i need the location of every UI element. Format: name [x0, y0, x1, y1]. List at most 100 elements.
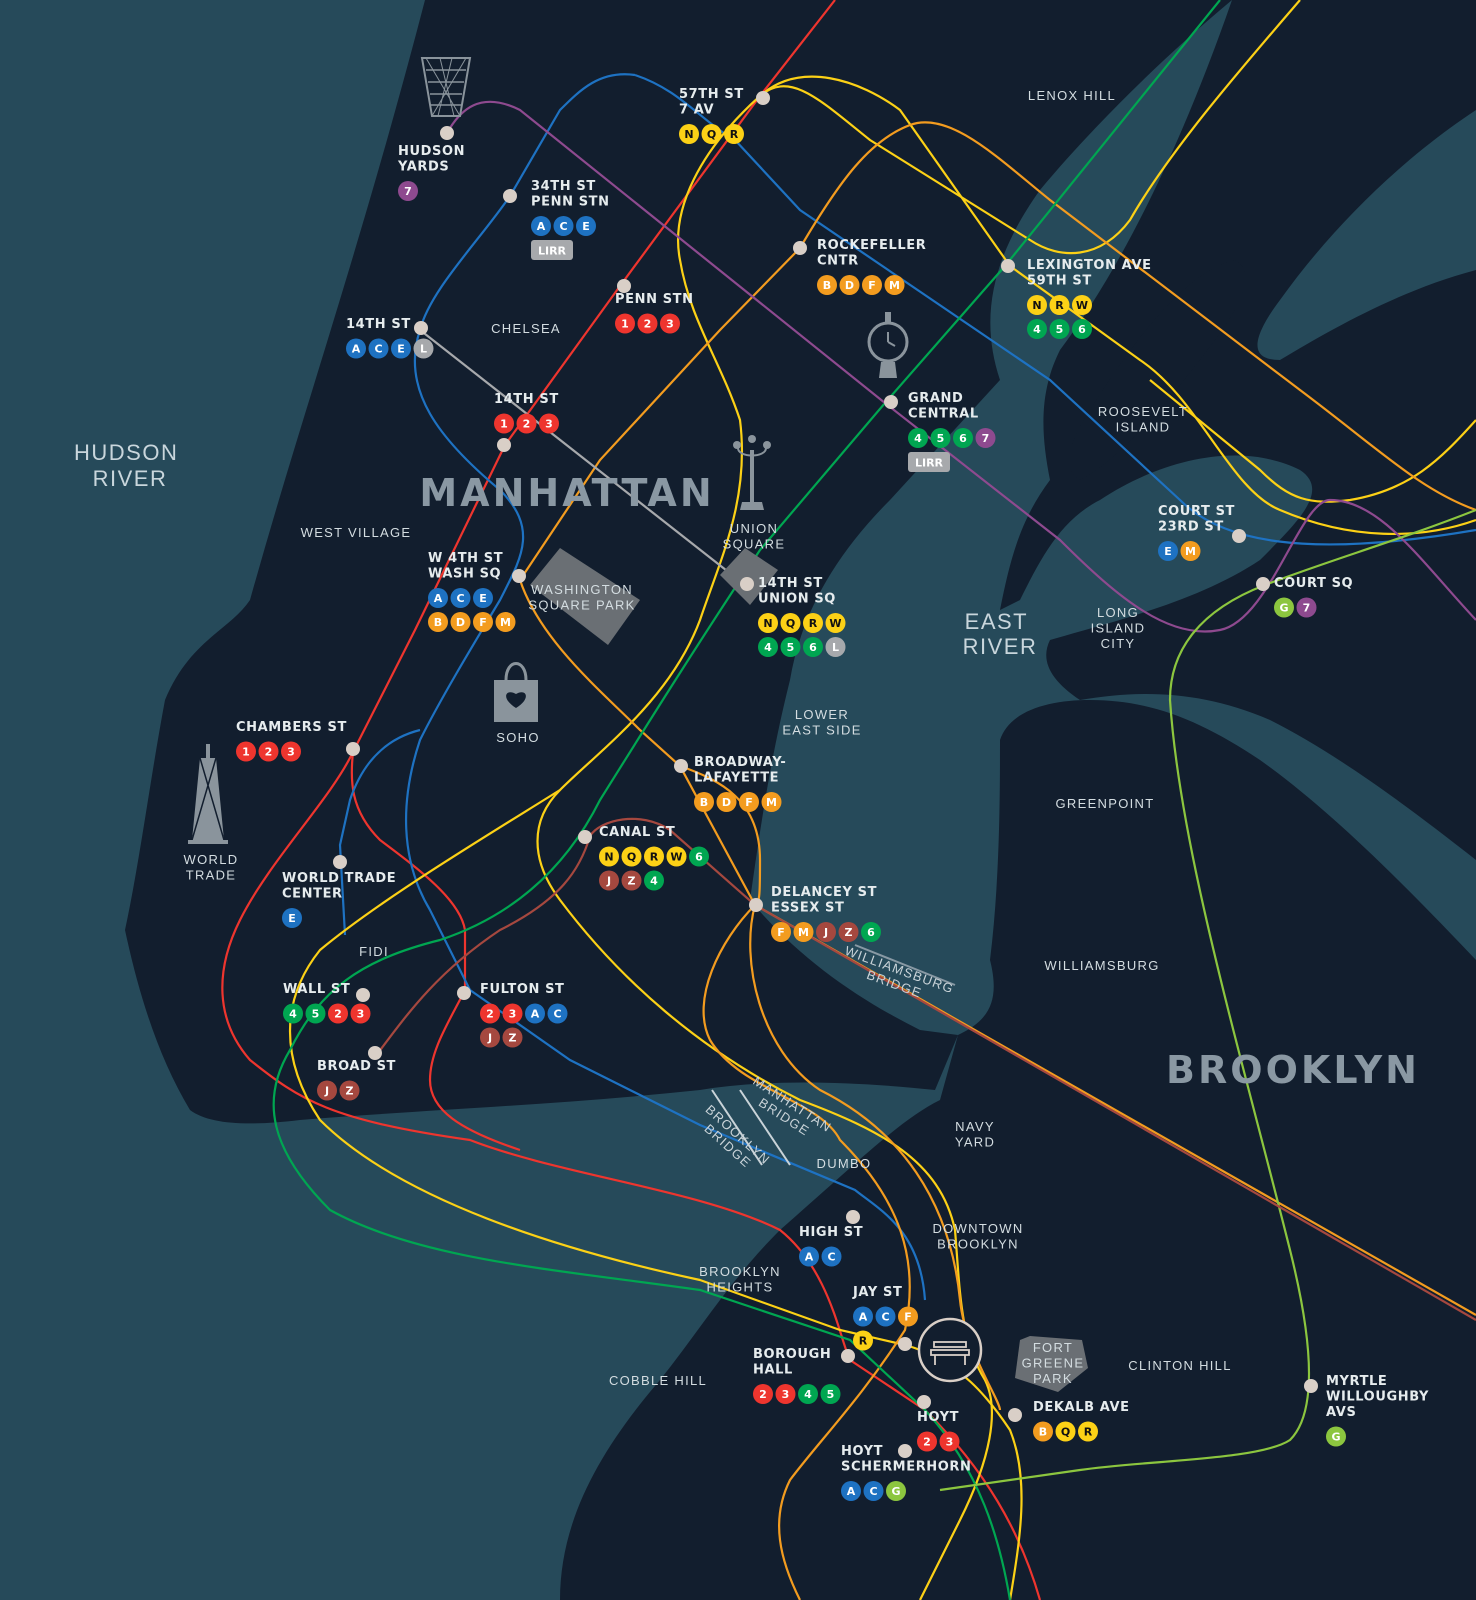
- station-dot[interactable]: [898, 1444, 912, 1458]
- washington-square-park-shape: [530, 548, 640, 645]
- svg-text:N: N: [684, 128, 693, 141]
- station-dot[interactable]: [1008, 1408, 1022, 1422]
- station-dot[interactable]: [884, 395, 898, 409]
- station-dot[interactable]: [756, 91, 770, 105]
- station-dot[interactable]: [1256, 577, 1270, 591]
- station-dot[interactable]: [793, 241, 807, 255]
- route-bullet-A: A: [799, 1246, 819, 1267]
- svg-text:M: M: [766, 796, 777, 809]
- station-dot[interactable]: [898, 1337, 912, 1351]
- station-dot[interactable]: [497, 438, 511, 452]
- svg-text:C: C: [553, 1008, 561, 1021]
- station-dot[interactable]: [414, 321, 428, 335]
- station-dot[interactable]: [749, 898, 763, 912]
- svg-text:D: D: [456, 616, 465, 629]
- route-bullet-W: W: [1072, 295, 1092, 315]
- route-bullet-W: W: [666, 846, 687, 867]
- route-bullet-M: M: [793, 922, 814, 942]
- station-dot[interactable]: [1304, 1379, 1318, 1393]
- route-bullet-A: A: [853, 1306, 873, 1327]
- station-dot[interactable]: [512, 569, 526, 583]
- station-dot[interactable]: [457, 986, 471, 1000]
- route-bullet-Q: Q: [701, 124, 722, 144]
- station-dot[interactable]: [578, 830, 592, 844]
- svg-text:Z: Z: [628, 875, 636, 888]
- svg-text:4: 4: [1033, 323, 1041, 336]
- station-dot[interactable]: [846, 1210, 860, 1224]
- route-bullet-C: C: [863, 1481, 884, 1501]
- route-bullet-2: 2: [258, 741, 279, 762]
- svg-text:4: 4: [764, 641, 772, 654]
- route-bullet-5: 5: [305, 1003, 326, 1024]
- route-bullet-F: F: [473, 612, 493, 632]
- station-dot[interactable]: [617, 279, 631, 293]
- route-bullet-F: F: [739, 792, 759, 812]
- station-dot[interactable]: [674, 759, 688, 773]
- station-dot[interactable]: [1001, 259, 1015, 273]
- route-bullet-1: 1: [615, 313, 635, 334]
- landmarks-layer: [530, 548, 1088, 1392]
- svg-text:7: 7: [1303, 602, 1311, 615]
- route-bullet-2: 2: [917, 1431, 937, 1452]
- svg-text:A: A: [537, 220, 546, 233]
- station-dot[interactable]: [503, 189, 517, 203]
- route-bullet-1: 1: [494, 413, 514, 434]
- station-name: HOYT: [917, 1410, 959, 1425]
- svg-text:N: N: [1032, 299, 1041, 312]
- station-dot[interactable]: [1232, 529, 1246, 543]
- station-dot[interactable]: [368, 1046, 382, 1060]
- svg-text:4: 4: [804, 1388, 812, 1401]
- property-bench-icon[interactable]: [917, 1317, 983, 1383]
- svg-text:A: A: [847, 1485, 856, 1498]
- line-gray-l: [419, 329, 746, 586]
- station-dot[interactable]: [440, 126, 454, 140]
- station-dot[interactable]: [841, 1349, 855, 1363]
- route-bullet-N: N: [758, 613, 778, 633]
- svg-text:R: R: [650, 851, 659, 864]
- svg-text:E: E: [582, 220, 590, 233]
- station-dot[interactable]: [346, 742, 360, 756]
- station-name: CANAL ST: [599, 825, 675, 840]
- route-bullet-5: 5: [1049, 319, 1070, 339]
- svg-text:B: B: [700, 796, 708, 809]
- line-yellow-n: [536, 789, 993, 1600]
- station-dot[interactable]: [917, 1395, 931, 1409]
- route-bullet-Z: Z: [838, 922, 859, 942]
- route-bullet-6: 6: [861, 922, 881, 942]
- route-bullet-E: E: [282, 908, 302, 928]
- station-dot[interactable]: [333, 855, 347, 869]
- station-dot[interactable]: [740, 577, 754, 591]
- station-dot[interactable]: [356, 988, 370, 1002]
